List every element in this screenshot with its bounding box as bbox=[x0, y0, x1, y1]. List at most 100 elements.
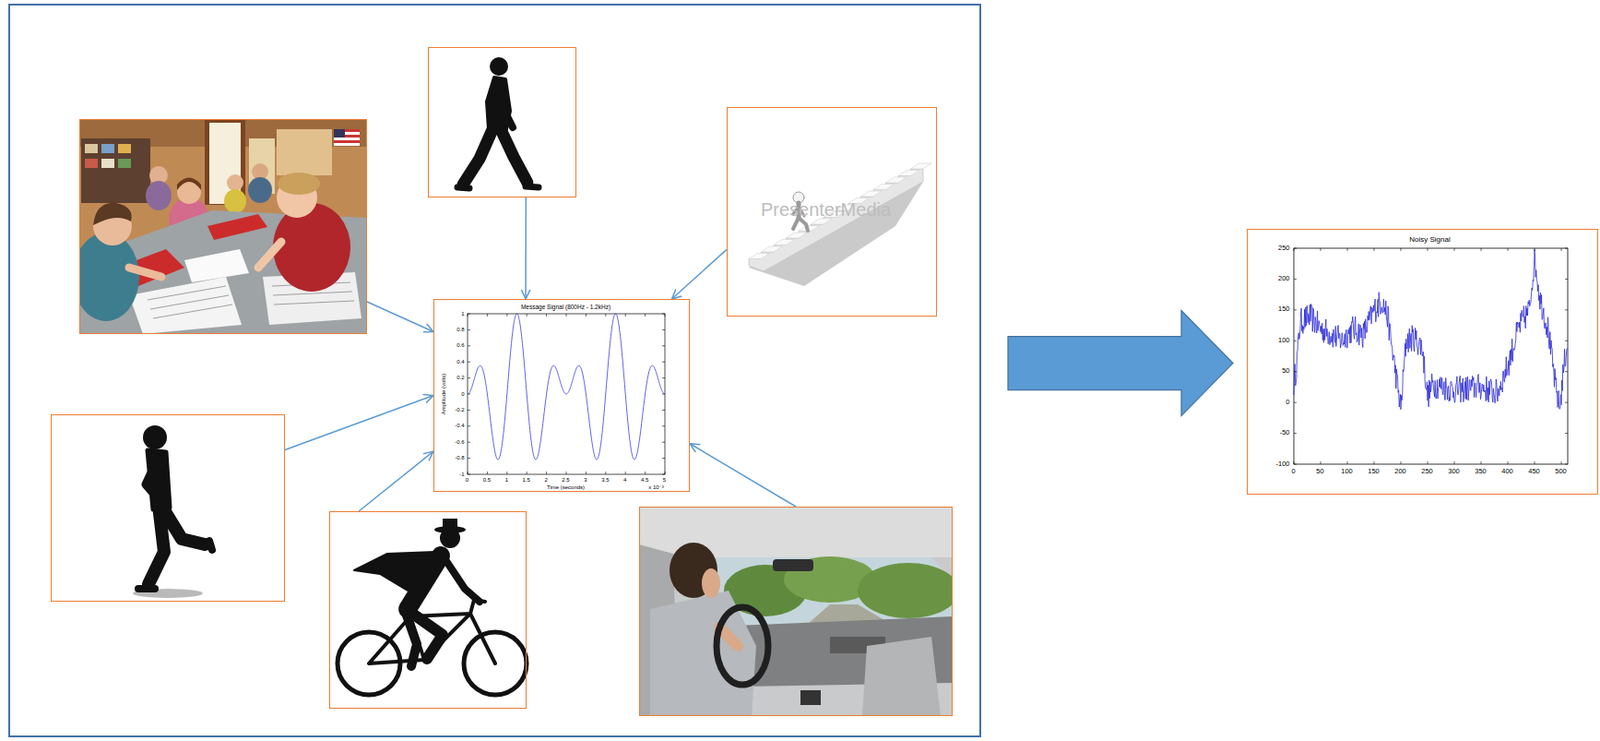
axis-ticks bbox=[1507, 248, 1509, 251]
classroom-photo bbox=[84, 158, 98, 168]
axis-ticks bbox=[1293, 461, 1295, 464]
car-photo bbox=[862, 636, 941, 716]
car-photo bbox=[719, 627, 738, 646]
classroom-photo bbox=[118, 143, 131, 154]
tick-label: 0 bbox=[1291, 467, 1295, 475]
stairs-drawing bbox=[748, 168, 924, 272]
car-photo bbox=[857, 562, 953, 618]
tick-label: 0.2 bbox=[456, 374, 464, 380]
classroom-photo bbox=[79, 118, 368, 334]
walking-silhouette bbox=[489, 57, 509, 76]
tick-label: 0.8 bbox=[456, 326, 464, 332]
tick-label: 1 bbox=[461, 310, 464, 317]
axis-ticks bbox=[486, 313, 488, 317]
axis-ticks bbox=[1293, 432, 1297, 434]
car-photo bbox=[800, 689, 821, 705]
classroom-photo bbox=[277, 172, 320, 195]
axis-ticks bbox=[662, 441, 665, 443]
axis-ticks bbox=[604, 313, 606, 317]
tick-label: -0.8 bbox=[454, 454, 464, 461]
tick-label: 300 bbox=[1447, 467, 1460, 475]
axis-ticks bbox=[467, 344, 471, 346]
tick-label: 100 bbox=[1278, 336, 1291, 344]
stairs-drawing bbox=[811, 218, 833, 225]
axis-ticks bbox=[1293, 248, 1297, 249]
axis-ticks bbox=[1564, 463, 1568, 465]
message-plot bbox=[467, 313, 665, 475]
axis-ticks bbox=[467, 425, 471, 427]
axis-ticks bbox=[664, 313, 666, 317]
axis-ticks bbox=[526, 313, 528, 317]
stairs-drawing bbox=[761, 246, 783, 252]
car-photo bbox=[639, 506, 953, 716]
stairs-drawing bbox=[911, 163, 933, 169]
axis-ticks bbox=[506, 313, 508, 317]
axis-ticks bbox=[1564, 402, 1568, 403]
classroom-photo bbox=[93, 202, 132, 226]
clipart-frame: PresenterMedia bbox=[726, 106, 937, 317]
noisy-signal-curve bbox=[1293, 248, 1568, 409]
axis-ticks bbox=[1293, 402, 1297, 403]
arrow-connector bbox=[689, 443, 796, 507]
car-photo bbox=[701, 568, 721, 598]
tick-label: -0.6 bbox=[454, 438, 464, 445]
arrow-connector bbox=[367, 301, 434, 332]
axis-ticks bbox=[1293, 463, 1297, 465]
silhouette-frame bbox=[329, 510, 527, 709]
classroom-photo bbox=[101, 143, 115, 154]
classroom-photo bbox=[177, 177, 202, 191]
axis-ticks bbox=[1400, 461, 1402, 464]
axis-ticks bbox=[1374, 461, 1375, 464]
walking-silhouette bbox=[457, 187, 470, 189]
axis-ticks bbox=[467, 471, 469, 475]
plot-title: Noisy Signal bbox=[1409, 236, 1450, 244]
classroom-photo bbox=[333, 129, 360, 146]
plot-title: Message Signal (800Hz - 1.2kHz) bbox=[521, 303, 611, 310]
axis-ticks bbox=[1564, 432, 1568, 434]
running-silhouette bbox=[132, 588, 203, 598]
tick-label: 1.5 bbox=[522, 476, 531, 483]
tick-label: 3.5 bbox=[601, 476, 609, 483]
stairs-drawing bbox=[886, 177, 908, 183]
tick-label: 350 bbox=[1474, 467, 1487, 475]
axis-ticks bbox=[467, 313, 665, 475]
tick-label: 500 bbox=[1554, 467, 1567, 475]
stairs-drawing bbox=[861, 190, 883, 197]
tick-label: 0.6 bbox=[456, 342, 464, 348]
stairs-drawing bbox=[898, 170, 920, 177]
classroom-photo bbox=[101, 158, 115, 168]
axis-ticks bbox=[467, 377, 471, 379]
axis-ticks bbox=[662, 425, 665, 427]
axis-ticks bbox=[1427, 461, 1429, 464]
watermark-text: PresenterMedia bbox=[760, 200, 891, 219]
axis-multiplier: x 10⁻³ bbox=[648, 484, 664, 490]
axis-ticks bbox=[1293, 308, 1297, 310]
photo-frame bbox=[79, 118, 368, 334]
arrow-connector bbox=[672, 248, 727, 299]
classroom-photo bbox=[272, 202, 351, 292]
axis-ticks bbox=[662, 474, 665, 475]
tick-label: 250 bbox=[1421, 467, 1434, 475]
tick-label: 450 bbox=[1528, 467, 1541, 475]
axis-label: Amplitude (volts) bbox=[440, 372, 447, 415]
axis-ticks bbox=[545, 313, 547, 317]
message-plot bbox=[467, 313, 665, 475]
axis-ticks bbox=[545, 471, 547, 475]
arrow-connector bbox=[284, 395, 434, 451]
axis-ticks bbox=[1320, 461, 1322, 464]
axis-ticks bbox=[1400, 248, 1402, 251]
cyclist-silhouette bbox=[368, 599, 496, 664]
tick-label: -0.4 bbox=[454, 422, 464, 428]
axis-ticks bbox=[1481, 248, 1482, 251]
tick-label: 400 bbox=[1501, 467, 1514, 475]
silhouette-frame bbox=[427, 47, 577, 198]
stairs-drawing bbox=[873, 184, 895, 190]
axis-ticks bbox=[662, 393, 665, 395]
tick-label: -50 bbox=[1280, 428, 1291, 437]
walking-silhouette bbox=[457, 57, 539, 189]
axis-ticks bbox=[566, 313, 568, 317]
arrow-connector bbox=[524, 197, 527, 299]
arrow-connector bbox=[358, 450, 434, 511]
